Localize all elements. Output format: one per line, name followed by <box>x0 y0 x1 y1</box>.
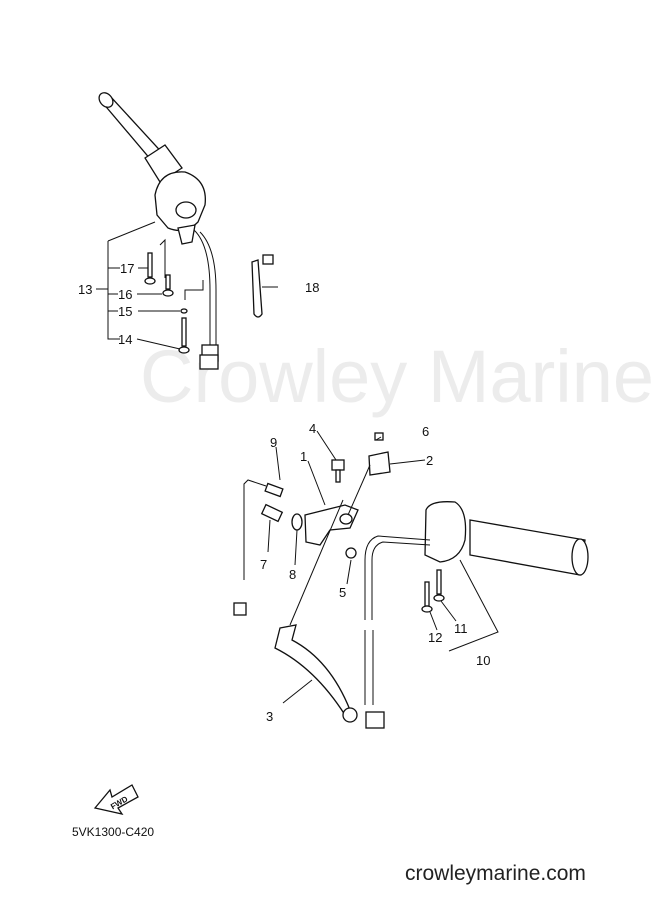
clutch-lever-3 <box>274 624 358 723</box>
screw-14 <box>178 317 190 354</box>
callout-14: 14 <box>118 332 132 347</box>
callout-16: 16 <box>118 287 132 302</box>
screw-11 <box>433 569 445 602</box>
screw-16 <box>162 274 174 297</box>
clutch-lever-holder-1 <box>304 504 359 546</box>
callout-5: 5 <box>339 585 346 600</box>
washer-15 <box>180 308 188 314</box>
callout-18: 18 <box>305 280 319 295</box>
fwd-arrow-icon: FWD <box>93 784 139 815</box>
callout-6: 6 <box>422 424 429 439</box>
screw-17 <box>144 252 156 285</box>
callout-15: 15 <box>118 304 132 319</box>
washer-8 <box>291 513 303 531</box>
callout-8: 8 <box>289 567 296 582</box>
callout-1: 1 <box>300 449 307 464</box>
callout-12: 12 <box>428 630 442 645</box>
callout-4: 4 <box>309 421 316 436</box>
clamp-2 <box>368 451 391 476</box>
callout-9: 9 <box>270 435 277 450</box>
right-handlebar-switch-10 <box>364 501 589 729</box>
callout-3: 3 <box>266 709 273 724</box>
callout-7: 7 <box>260 557 267 572</box>
diagram-code: 5VK1300-C420 <box>72 825 154 839</box>
screw-12 <box>421 581 433 613</box>
callout-13: 13 <box>78 282 92 297</box>
bolt-4 <box>331 459 345 483</box>
callout-17: 17 <box>120 261 134 276</box>
screw-6 <box>374 432 384 441</box>
cable-band-18 <box>251 254 274 318</box>
footer-url: crowleymarine.com <box>405 862 586 885</box>
callout-2: 2 <box>426 453 433 468</box>
callout-10: 10 <box>476 653 490 668</box>
callout-11: 11 <box>454 621 468 636</box>
left-handlebar-switch-assembly <box>98 92 219 370</box>
nut-5 <box>345 547 357 559</box>
adjuster-7 <box>260 503 284 523</box>
watermark: Crowley Marine <box>140 335 654 418</box>
clutch-switch-9 <box>233 479 284 616</box>
